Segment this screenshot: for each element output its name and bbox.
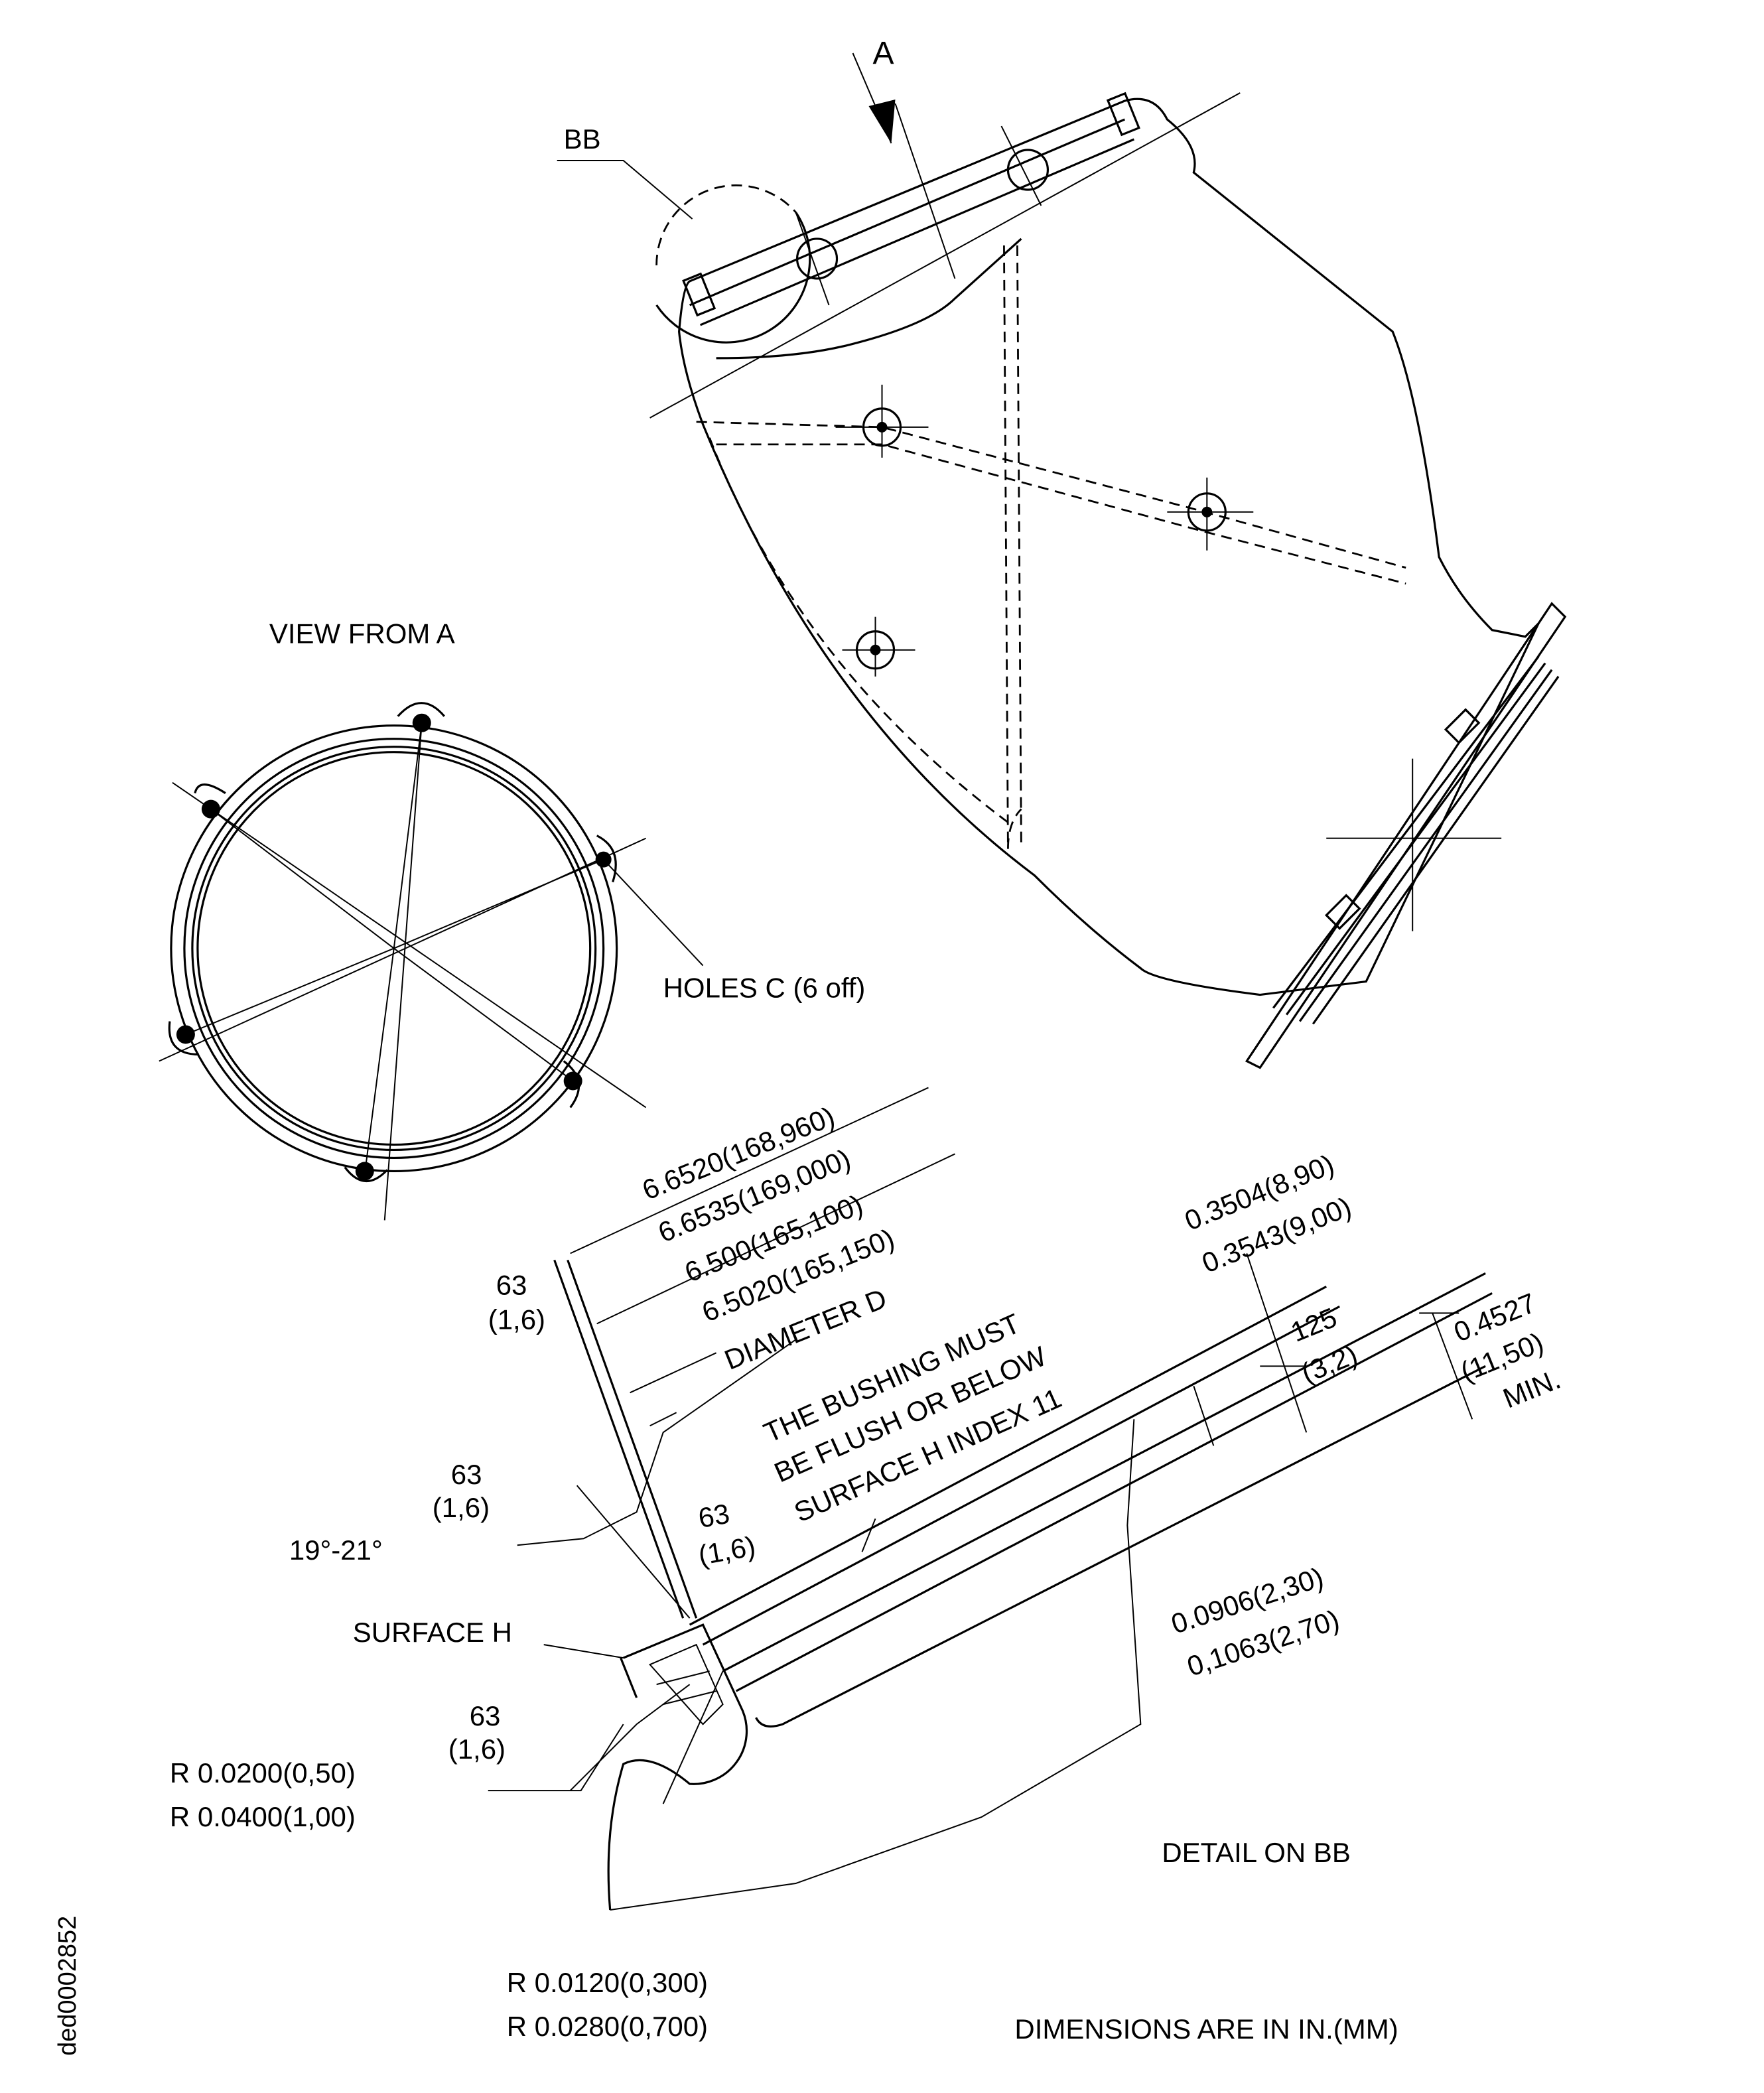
roughness-63-lower-mm: (1,6) xyxy=(448,1733,506,1765)
view-from-a-flange xyxy=(159,702,704,1221)
roughness-63-top-mm: (1,6) xyxy=(488,1304,545,1335)
dimensions-units-note: DIMENSIONS ARE IN IN.(MM) xyxy=(1014,2013,1398,2045)
roughness-63-angle-mm: (1,6) xyxy=(433,1492,490,1523)
roughness-63-angle-value: 63 xyxy=(451,1459,482,1490)
detail-marker-bb: BB xyxy=(564,123,601,155)
holes-c-label: HOLES C (6 off) xyxy=(663,973,866,1004)
surface-h-label: SURFACE H xyxy=(353,1617,512,1648)
detail-bb-section xyxy=(488,1087,1493,1911)
roughness-125-value: 125 xyxy=(1286,1302,1341,1348)
radius-outer-min: R 0.0200(0,50) xyxy=(170,1757,356,1789)
view-from-a-title: VIEW FROM A xyxy=(269,618,455,649)
roughness-63-inner-mm: (1,6) xyxy=(696,1530,758,1571)
angle-label: 19°-21° xyxy=(289,1534,383,1566)
radius-outer-max: R 0.0400(1,00) xyxy=(170,1801,356,1832)
roughness-63-top-value: 63 xyxy=(496,1269,527,1300)
roughness-125-mm: (3,2) xyxy=(1297,1339,1362,1389)
roughness-63-inner-value: 63 xyxy=(696,1498,732,1534)
main-part-view xyxy=(649,52,1567,1069)
detail-bb-title: DETAIL ON BB xyxy=(1162,1837,1351,1868)
roughness-63-lower-value: 63 xyxy=(470,1700,501,1731)
radius-inner-max: R 0.0280(0,700) xyxy=(507,2011,708,2042)
view-marker-a: A xyxy=(873,36,894,71)
drawing-id: ded0002852 xyxy=(54,1916,82,2056)
detail-dimensions: 6.6520(168,960) 6.6535(169,000) 6.500(16… xyxy=(170,1101,1565,2042)
radius-inner-min: R 0.0120(0,300) xyxy=(507,1967,708,1998)
